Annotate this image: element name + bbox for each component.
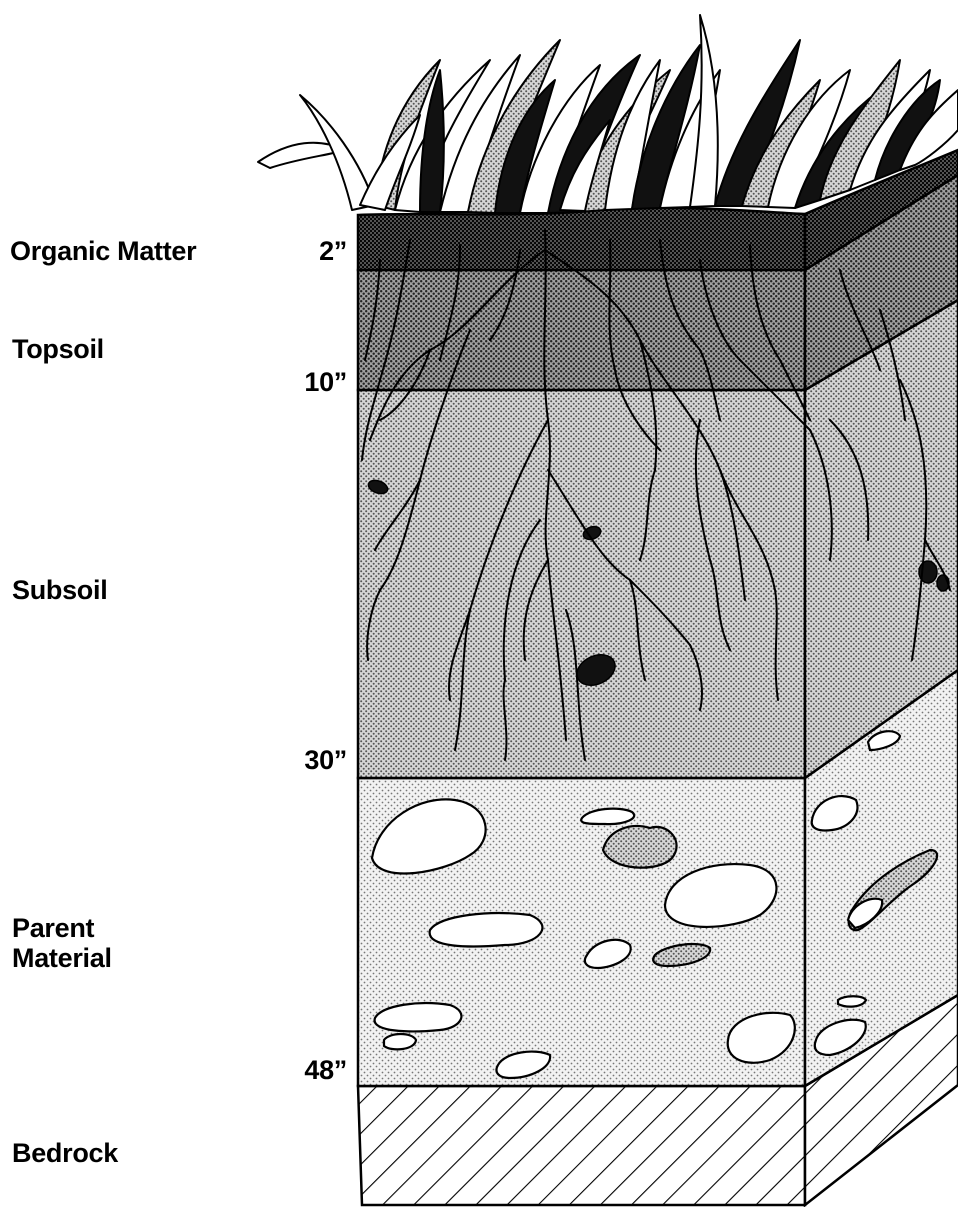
label-parent-material-line1: Parent [12,913,112,943]
subsoil-front [358,390,805,778]
depth-label-48in: 48” [267,1055,347,1085]
label-parent-material-line2: Material [12,943,112,973]
label-topsoil-text: Topsoil [12,334,104,364]
label-parent-material: Parent Material [12,913,112,973]
label-subsoil: Subsoil [12,575,107,605]
label-organic-matter: Organic Matter [10,236,196,266]
bedrock-front [358,1086,805,1205]
label-bedrock-text: Bedrock [12,1138,118,1168]
grass [258,15,958,213]
label-topsoil: Topsoil [12,334,104,364]
topsoil-front [358,270,805,390]
label-organic-matter-text: Organic Matter [10,236,196,266]
organic-front [358,208,805,270]
depth-label-2in: 2” [267,236,347,266]
label-bedrock: Bedrock [12,1138,118,1168]
depth-label-10in: 10” [267,367,347,397]
depth-label-30in: 30” [267,745,347,775]
label-subsoil-text: Subsoil [12,575,107,605]
